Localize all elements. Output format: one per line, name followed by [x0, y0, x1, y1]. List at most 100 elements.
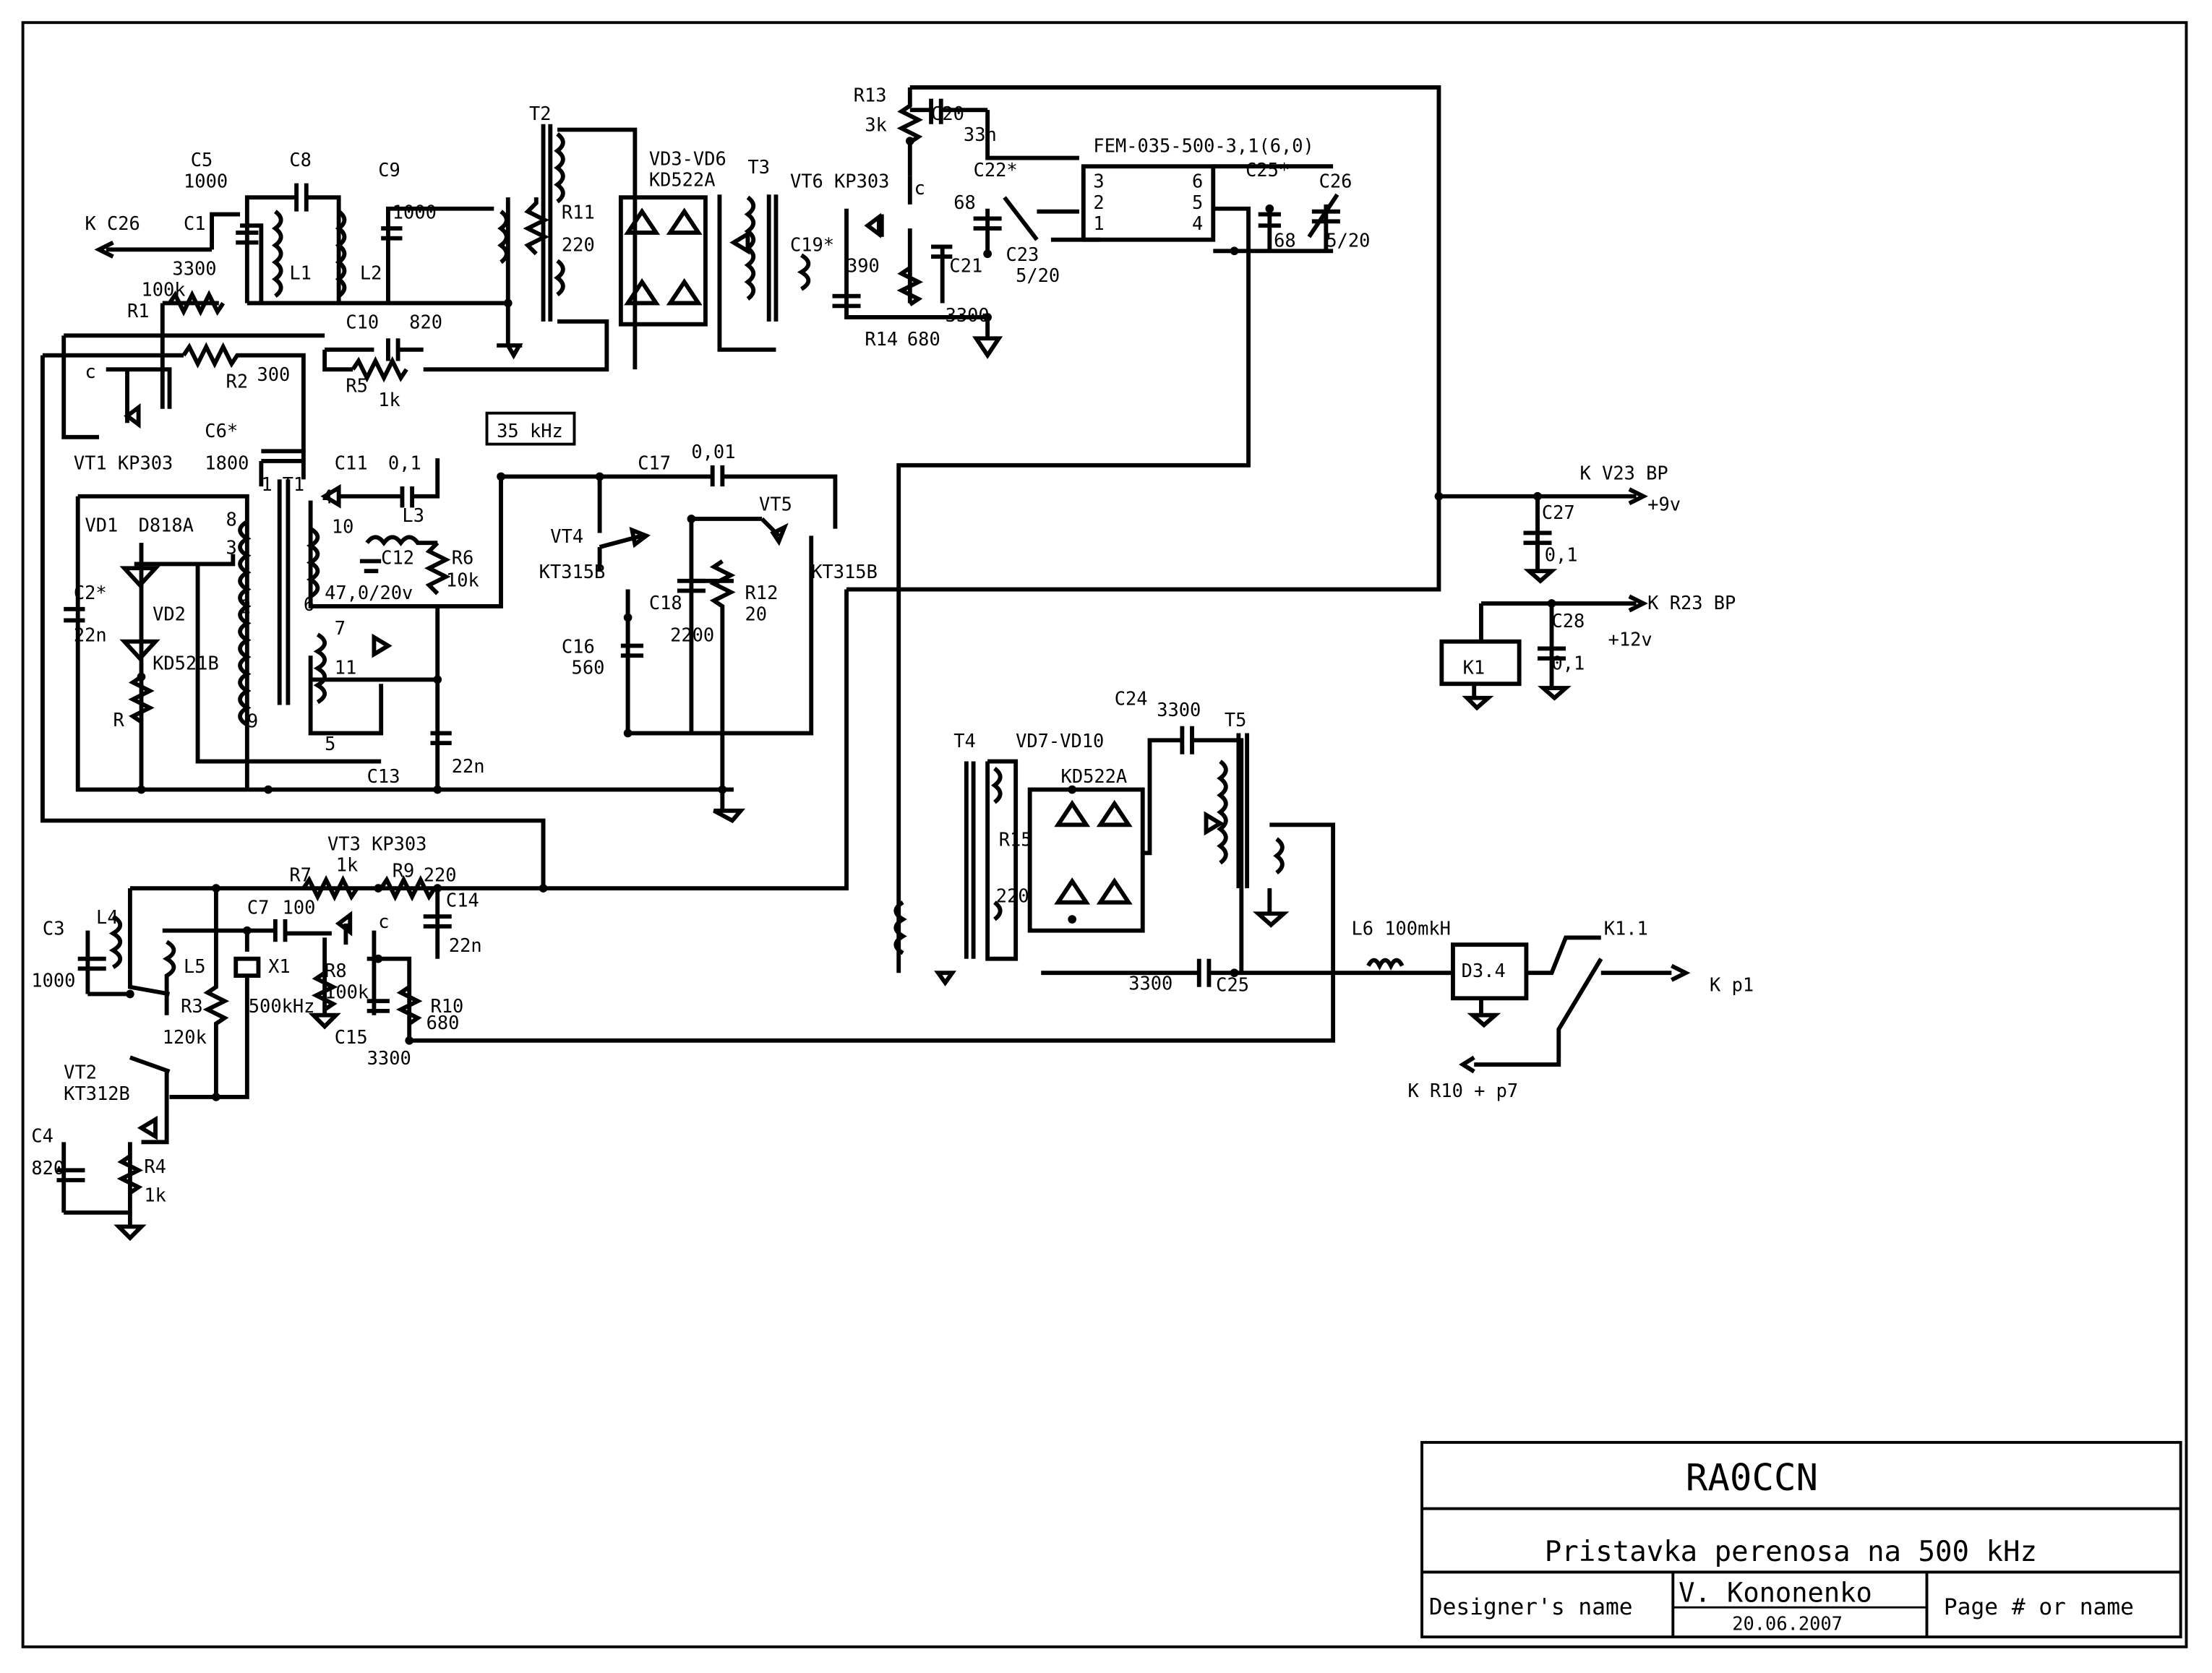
label-c23: C23 — [1006, 244, 1039, 265]
label-kr10: K R10 + p7 — [1408, 1080, 1519, 1101]
label-t1-pin10: 10 — [332, 515, 354, 537]
label-kd521b: KD521B — [153, 653, 219, 674]
label-t1-pin4: 4 — [322, 486, 333, 508]
label-c13: C13 — [367, 765, 400, 787]
label-r4-value: 1k — [144, 1184, 166, 1205]
label-c17: C17 — [638, 452, 671, 474]
label-kp1: K p1 — [1710, 974, 1754, 996]
title-page-label: Page # or name — [1944, 1594, 2134, 1620]
label-r12-value: 20 — [745, 603, 768, 624]
label-t1-pin7: 7 — [335, 617, 346, 639]
label-l3: L3 — [402, 504, 424, 526]
label-r3-value: 120k — [163, 1026, 207, 1048]
label-fem-pin5: 5 — [1192, 192, 1203, 213]
label-d34: D3.4 — [1462, 960, 1506, 981]
label-c12: C12 — [381, 546, 414, 568]
label-r6: R6 — [452, 546, 474, 568]
label-r13-value: 3k — [865, 113, 887, 135]
label-c28-value: 0,1 — [1552, 653, 1585, 674]
label-r12: R12 — [745, 582, 779, 603]
junction-dots — [126, 137, 1556, 1101]
label-v12: +12v — [1608, 629, 1652, 650]
label-vd3: VD3-VD6 — [649, 147, 726, 169]
label-c18: C18 — [649, 592, 682, 614]
label-r3: R3 — [181, 995, 203, 1017]
component-labels: C5 1000 C8 C9 1000 K C26 C1 3300 L1 L2 1… — [31, 84, 1754, 1205]
label-c22: C22* — [974, 159, 1018, 181]
title-designer: V. Kononenko — [1679, 1577, 1872, 1608]
label-c6-value: 1800 — [205, 452, 249, 474]
label-t1: T1 — [283, 473, 305, 495]
label-c11-value: 0,1 — [388, 452, 421, 474]
label-freq35: 35 kHz — [497, 420, 563, 442]
label-t1-pin8: 8 — [226, 509, 237, 530]
label-c25: C25 — [1216, 974, 1249, 996]
label-vt1-collector: c — [85, 361, 95, 382]
label-c25-value: 3300 — [1128, 973, 1173, 994]
label-c21: C21 — [949, 255, 982, 277]
label-c26: C26 — [1319, 170, 1353, 192]
label-r14: R14 — [865, 328, 898, 350]
label-c18-value: 2200 — [670, 624, 714, 646]
label-t1-pin3: 3 — [226, 537, 237, 559]
label-c16: C16 — [562, 635, 595, 657]
label-vd7: VD7-VD10 — [1016, 730, 1104, 752]
label-vt5: VT5 — [759, 493, 792, 515]
label-vd2: VD2 — [153, 603, 186, 624]
label-r15: R15 — [999, 829, 1032, 851]
label-kd522a-2: KD522A — [1061, 765, 1128, 787]
label-r11: R11 — [562, 201, 595, 223]
label-r9: R9 — [393, 860, 415, 882]
label-c24: C24 — [1115, 688, 1148, 710]
label-t4: T4 — [953, 730, 976, 752]
label-vt3-collector: c — [378, 911, 389, 932]
label-c4: C4 — [31, 1124, 53, 1146]
label-c10-value: 820 — [409, 311, 442, 333]
label-c27: C27 — [1542, 502, 1575, 523]
label-r1-value: 100k — [142, 279, 186, 301]
label-c10: C10 — [346, 311, 379, 333]
label-c25-star: C25* — [1246, 159, 1290, 181]
label-c27-value: 0,1 — [1545, 544, 1578, 566]
label-c28: C28 — [1552, 610, 1585, 632]
label-r2-value: 300 — [257, 364, 290, 385]
label-fem-pin3: 3 — [1093, 170, 1104, 192]
freq35-box — [485, 411, 576, 446]
label-vt3: VT3 KP303 — [327, 833, 426, 854]
port-arrows — [94, 240, 1648, 613]
label-l4: L4 — [96, 906, 119, 928]
label-kd522a-1: KD522A — [649, 169, 716, 191]
label-kv23: K V23 BP — [1580, 462, 1668, 483]
label-vt6-collector: c — [914, 177, 925, 199]
label-r4: R4 — [144, 1156, 166, 1177]
label-t1-pin2: 2 — [240, 596, 251, 618]
label-r14-value: 680 — [907, 328, 940, 350]
label-t1-pin9: 9 — [247, 710, 258, 732]
label-r10: R10 — [430, 995, 463, 1017]
label-c12-value: 47,0/20v — [325, 582, 413, 603]
label-vt6: VT6 KP303 — [790, 170, 889, 192]
label-r10-value: 680 — [426, 1012, 460, 1033]
label-vt4: VT4 — [550, 525, 583, 547]
label-r9-value: 220 — [424, 864, 457, 885]
label-vd1: VD1 — [85, 515, 118, 536]
label-v9: +9v — [1647, 493, 1681, 515]
label-x1-value: 500kHz — [249, 995, 315, 1017]
label-c9-value: 1000 — [393, 201, 437, 223]
label-r6-value: 10k — [446, 569, 479, 591]
label-c5-value: 1000 — [184, 170, 228, 192]
label-c9: C9 — [378, 159, 400, 181]
label-c2: C2* — [74, 582, 107, 603]
title-company: RA0CCN — [1686, 1456, 1818, 1499]
label-c19-value: 390 — [846, 255, 880, 277]
label-c26-value: 5/20 — [1326, 229, 1370, 251]
label-c23-value: 5/20 — [1016, 265, 1060, 286]
title-project: Pristavka perenosa na 500 kHz — [1545, 1536, 2037, 1568]
label-c15: C15 — [335, 1026, 368, 1048]
label-r2: R2 — [226, 371, 249, 392]
label-vt1: VT1 KP303 — [74, 452, 173, 474]
label-c1-value: 3300 — [172, 257, 216, 279]
label-c1: C1 — [184, 212, 206, 234]
